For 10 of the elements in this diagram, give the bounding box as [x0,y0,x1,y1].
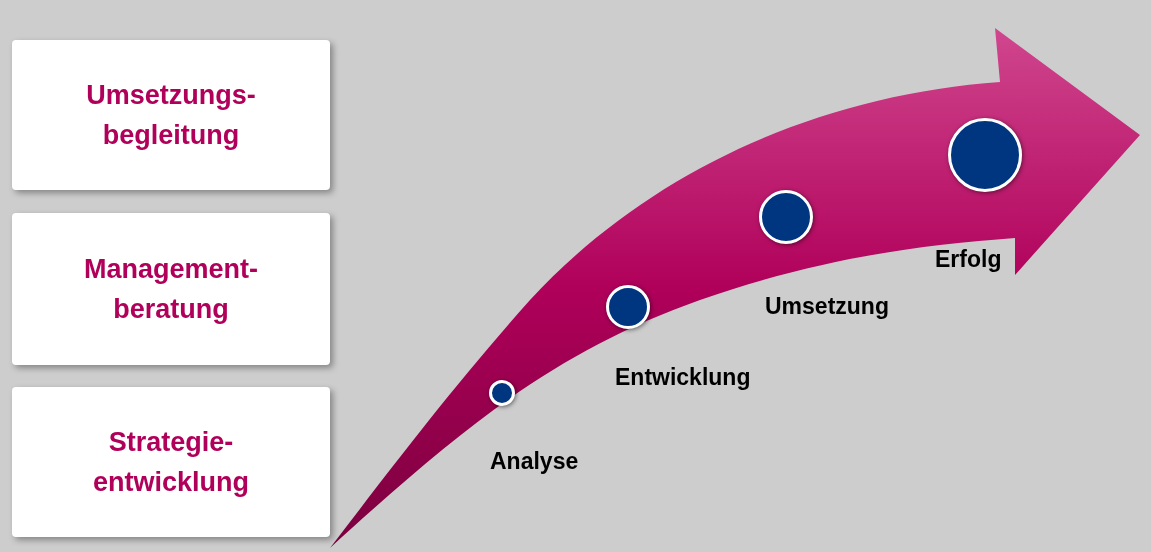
stage-label: Entwicklung [615,364,751,391]
service-card [12,40,330,190]
stage-label: Erfolg [935,246,1002,273]
service-card [12,213,330,365]
service-card [12,387,330,537]
stage-label: Umsetzung [765,293,889,320]
stage-label: Analyse [490,448,579,475]
service-title: Umsetzungs- begleitung [85,79,257,152]
service-title: Strategie- entwicklung [92,426,250,499]
service-title: Management- beratung [83,253,259,326]
